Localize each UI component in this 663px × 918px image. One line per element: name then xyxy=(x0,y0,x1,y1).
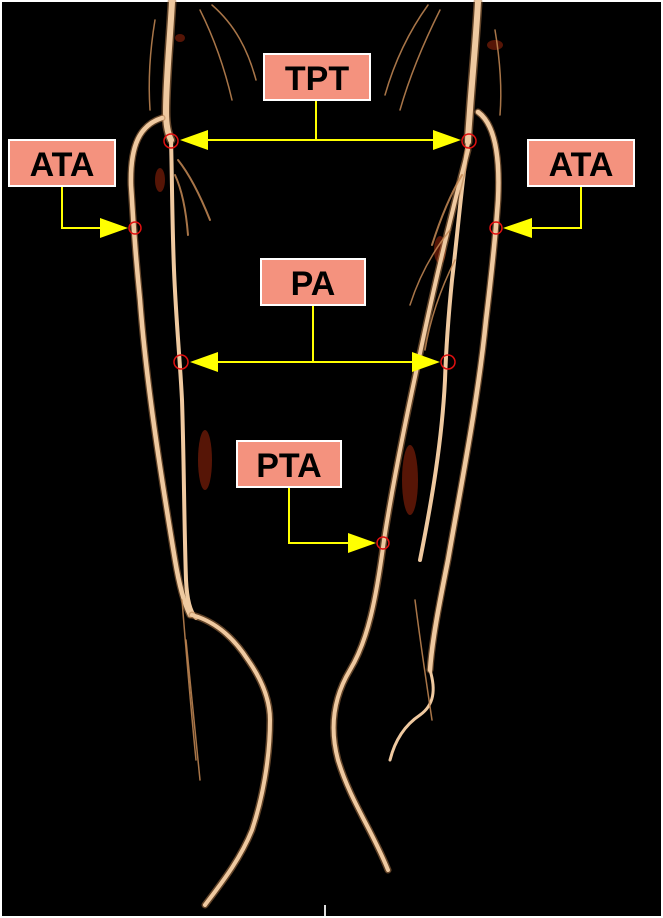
marker-ata-right xyxy=(489,221,503,235)
label-tpt-text: TPT xyxy=(285,60,349,98)
marker-tpt-left xyxy=(163,133,179,149)
label-pta-text: PTA xyxy=(256,447,321,485)
marker-ata-left xyxy=(128,221,142,235)
marker-pta xyxy=(376,536,390,550)
label-pa: PA xyxy=(260,258,366,306)
vessel-markers xyxy=(128,133,503,550)
arrowhead-pa-left xyxy=(190,352,218,372)
left-leg-vessels xyxy=(127,0,274,909)
arrowhead-pta xyxy=(348,533,376,553)
label-ata-right-text: ATA xyxy=(549,146,614,184)
arrowhead-tpt-left xyxy=(180,130,208,150)
arrowhead-pa-right xyxy=(412,352,440,372)
label-pta: PTA xyxy=(236,440,342,488)
label-tpt: TPT xyxy=(263,53,371,101)
label-ata-left-text: ATA xyxy=(30,146,95,184)
arrowhead-tpt-right xyxy=(433,130,461,150)
label-ata-right: ATA xyxy=(527,139,635,187)
label-ata-left: ATA xyxy=(8,139,116,187)
label-pa-text: PA xyxy=(291,265,336,303)
arrowhead-ata-right xyxy=(503,218,532,238)
marker-pa-left xyxy=(173,354,189,370)
marker-pa-right xyxy=(440,354,456,370)
leader-lines xyxy=(61,100,582,553)
arrowhead-ata-left xyxy=(100,218,128,238)
marker-tpt-right xyxy=(461,133,477,149)
right-leg-vessels xyxy=(330,0,502,874)
